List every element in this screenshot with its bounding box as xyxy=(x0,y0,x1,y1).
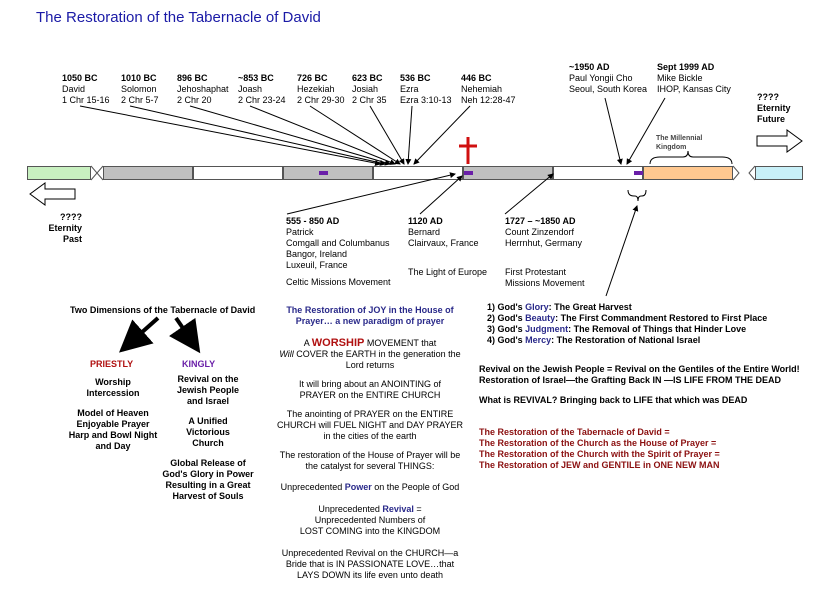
priestly-label: PRIESTLY xyxy=(90,359,134,369)
bar-break-right xyxy=(732,165,756,181)
center-column: The Restoration of JOY in the House of P… xyxy=(276,305,464,580)
priestly-items: Worship Intercession Model of Heaven Enj… xyxy=(68,377,158,451)
event-celtic: 555 - 850 AD Patrick Comgall and Columba… xyxy=(286,216,391,287)
era-gray-3 xyxy=(463,166,553,180)
millennial-segment xyxy=(643,166,733,180)
event-ezra: 536 BC Ezra Ezra 3:10-13 xyxy=(400,73,452,105)
event-josiah: 623 BC Josiah 2 Chr 35 xyxy=(352,73,387,105)
restoration-list: The Restoration of the Tabernacle of Dav… xyxy=(479,427,720,470)
two-dimensions-heading: Two Dimensions of the Tabernacle of Davi… xyxy=(70,305,256,315)
event-cho: ~1950 AD Paul Yongii Cho Seoul, South Ko… xyxy=(569,62,648,94)
marker-1 xyxy=(319,171,328,175)
bar-break-left xyxy=(90,165,104,181)
millennial-label: The Millennial Kingdom xyxy=(656,135,703,151)
event-bernard: 1120 AD Bernard Clairvaux, France The Li… xyxy=(408,216,488,277)
event-solomon: 1010 BC Solomon 2 Chr 5-7 xyxy=(121,73,159,105)
brace-millennial xyxy=(649,150,733,165)
kingly-items: Revival on the Jewish People and Israel … xyxy=(162,374,254,501)
event-joash: ~853 BC Joash 2 Chr 23-24 xyxy=(238,73,286,105)
revival-block: Revival on the Jewish People = Revival o… xyxy=(479,364,800,405)
era-white-1 xyxy=(193,166,283,180)
cross-icon xyxy=(459,137,477,164)
event-david: 1050 BC David 1 Chr 15-16 xyxy=(62,73,110,105)
eternity-past-label: ???? Eternity Past xyxy=(48,212,82,244)
glory-list: 1) God's Glory: The Great Harvest 2) God… xyxy=(487,302,768,345)
era-white-2 xyxy=(373,166,463,180)
event-hezekiah: 726 BC Hezekiah 2 Chr 29-30 xyxy=(297,73,345,105)
kingly-label: KINGLY xyxy=(182,359,216,369)
eternity-past-segment xyxy=(27,166,91,180)
event-nehemiah: 446 BC Nehemiah Neh 12:28-47 xyxy=(461,73,516,105)
marker-3 xyxy=(634,171,643,175)
eternity-past-arrow xyxy=(29,182,76,206)
eternity-future-arrow xyxy=(756,129,803,153)
event-bickle: Sept 1999 AD Mike Bickle IHOP, Kansas Ci… xyxy=(657,62,731,94)
page-title: The Restoration of the Tabernacle of Dav… xyxy=(36,9,321,26)
event-zinzendorf: 1727 – ~1850 AD Count Zinzendorf Herrnhu… xyxy=(505,216,585,288)
eternity-future-segment xyxy=(755,166,803,180)
marker-2 xyxy=(464,171,473,175)
eternity-future-label: ???? Eternity Future xyxy=(757,92,791,124)
brace-bottom xyxy=(627,189,647,202)
era-ot-segment xyxy=(103,166,193,180)
event-jehoshaphat: 896 BC Jehoshaphat 2 Chr 20 xyxy=(177,73,229,105)
